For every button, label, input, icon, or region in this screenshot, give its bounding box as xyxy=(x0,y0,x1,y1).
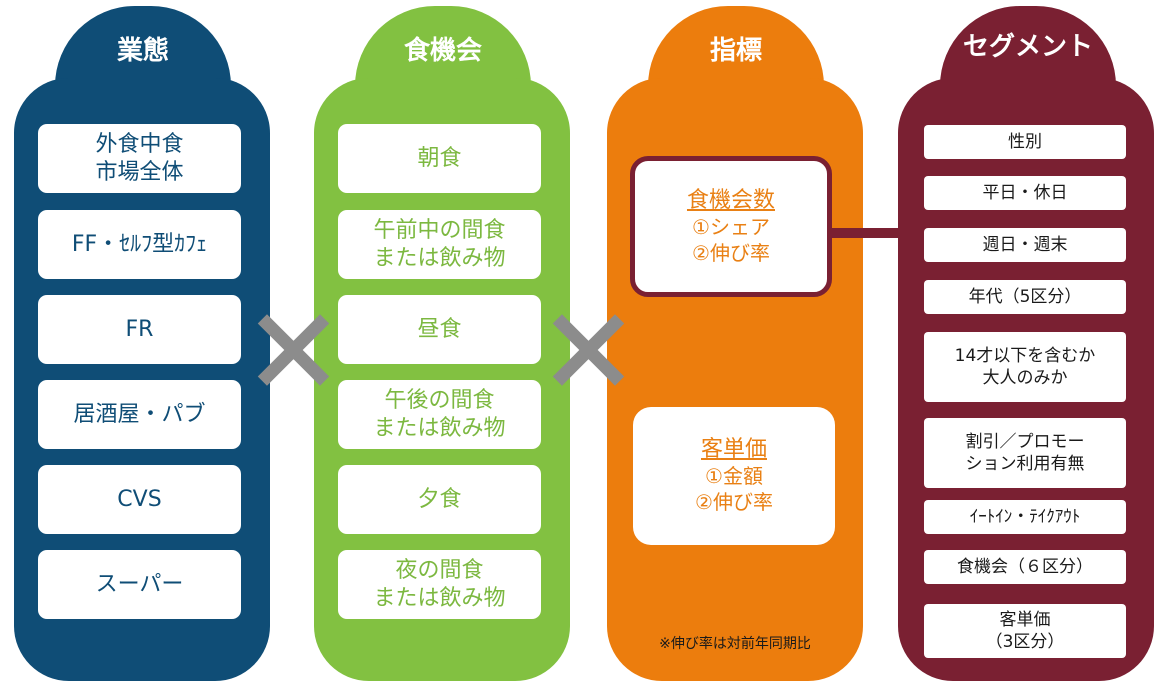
list-item: スーパー xyxy=(38,550,241,619)
list-item: 居酒屋・パブ xyxy=(38,380,241,449)
list-item: 外食中食 市場全体 xyxy=(38,124,241,193)
metric-card-line: ①シェア xyxy=(692,214,770,239)
list-item: 客単価 （3区分） xyxy=(924,604,1126,658)
list-item: 夕食 xyxy=(338,465,541,534)
list-item: 夜の間食 または飲み物 xyxy=(338,550,541,619)
list-item: FF・ｾﾙﾌ型ｶﾌｪ xyxy=(38,210,241,279)
metric-card-title: 食機会数 xyxy=(686,187,775,213)
metric-card-title: 客単価 xyxy=(700,437,767,462)
list-item: 食機会（６区分） xyxy=(924,550,1126,584)
metric-card-line: ①金額 xyxy=(705,464,763,488)
growth-rate-note: ※伸び率は対前年同期比 xyxy=(659,636,811,652)
list-item: 午後の間食 または飲み物 xyxy=(338,380,541,449)
business-type-title: 業態 xyxy=(116,36,169,66)
metrics-title: 指標 xyxy=(709,36,762,66)
list-item: 年代（5区分） xyxy=(924,280,1126,314)
list-item: 朝食 xyxy=(338,124,541,193)
list-item: 午前中の間食 または飲み物 xyxy=(338,210,541,279)
list-item: FR xyxy=(38,295,241,364)
segment-title: セグメント xyxy=(962,32,1093,62)
eating-occasion-title: 食機会 xyxy=(403,36,482,66)
list-item: CVS xyxy=(38,465,241,534)
list-item: 週日・週末 xyxy=(924,228,1126,262)
connector-line xyxy=(832,228,902,238)
list-item: 性別 xyxy=(924,125,1126,159)
list-item: ｲｰﾄｲﾝ・ﾃｲｸｱｳﾄ xyxy=(924,500,1126,534)
metric-card-line: ②伸び率 xyxy=(692,240,770,265)
list-item: 割引／プロモー ション利用有無 xyxy=(924,418,1126,488)
metric-card-line: ②伸び率 xyxy=(695,490,773,514)
metric-card-unit-price: 客単価 ①金額 ②伸び率 xyxy=(633,407,835,545)
metric-card-occasions: 食機会数 ①シェア ②伸び率 xyxy=(630,156,832,297)
list-item: 14才以下を含むか 大人のみか xyxy=(924,332,1126,402)
multiply-icon xyxy=(253,310,333,390)
list-item: 昼食 xyxy=(338,295,541,364)
multiply-icon xyxy=(548,310,628,390)
list-item: 平日・休日 xyxy=(924,176,1126,210)
